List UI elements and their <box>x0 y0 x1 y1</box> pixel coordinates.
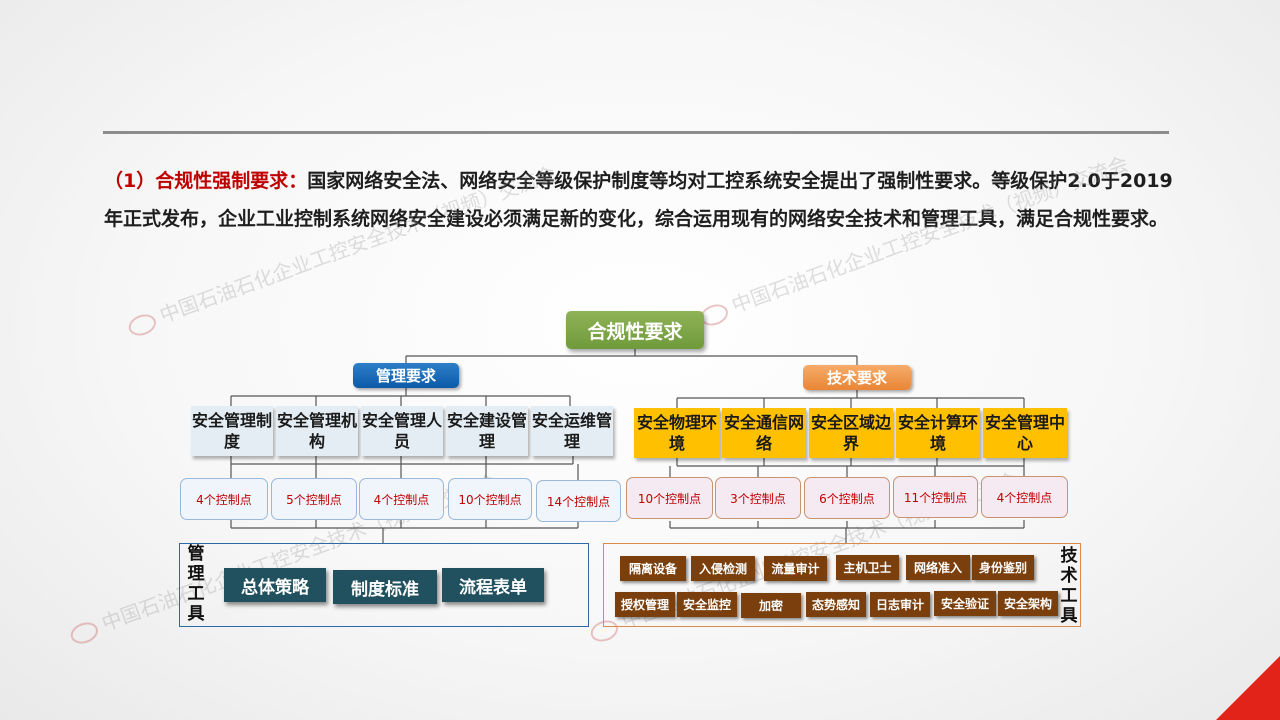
technical-item: 安全计算环境 <box>896 408 980 458</box>
control-points-badge: 3个控制点 <box>715 477 801 519</box>
technical-item: 安全物理环境 <box>634 408 720 458</box>
technical-tools-label: 技术工具 <box>1060 546 1078 626</box>
control-points-badge: 4个控制点 <box>981 476 1068 518</box>
corner-decoration <box>1216 656 1280 720</box>
technical-tool: 入侵检测 <box>691 556 755 581</box>
management-item: 安全管理人员 <box>361 406 443 456</box>
management-tools-frame <box>179 543 589 627</box>
technical-tool: 安全验证 <box>934 591 996 616</box>
management-requirements-node: 管理要求 <box>353 363 459 388</box>
technical-item: 安全区域边界 <box>809 408 893 458</box>
control-points-badge: 14个控制点 <box>536 480 621 522</box>
management-tool: 总体策略 <box>224 568 326 602</box>
technical-tool: 安全监控 <box>677 592 737 617</box>
intro-paragraph: （1）合规性强制要求：国家网络安全法、网络安全等级保护制度等均对工控系统安全提出… <box>104 162 1174 238</box>
intro-lead: （1）合规性强制要求： <box>104 170 308 192</box>
technical-tool: 安全架构 <box>998 591 1058 616</box>
management-item: 安全管理制度 <box>191 406 273 456</box>
intro-text: 国家网络安全法、网络安全等级保护制度等均对工控系统安全提出了强制性要求。等级保护… <box>104 170 1173 230</box>
technical-tools-frame <box>603 543 1081 627</box>
root-node-compliance: 合规性要求 <box>566 311 704 349</box>
control-points-badge: 5个控制点 <box>271 478 357 520</box>
control-points-badge: 11个控制点 <box>893 476 978 518</box>
management-item: 安全管理机构 <box>276 406 358 456</box>
control-points-badge: 10个控制点 <box>626 477 713 519</box>
technical-item: 安全管理中心 <box>983 408 1067 458</box>
control-points-badge: 10个控制点 <box>448 478 532 520</box>
management-item: 安全建设管理 <box>446 406 528 456</box>
management-item: 安全运维管理 <box>531 406 613 456</box>
control-points-badge: 4个控制点 <box>359 478 444 520</box>
technical-tool: 加密 <box>741 593 801 618</box>
technical-tool: 授权管理 <box>615 592 675 617</box>
technical-tool: 流量审计 <box>764 556 827 581</box>
technical-tool: 身份鉴别 <box>972 555 1034 580</box>
management-tools-label: 管理工具 <box>187 544 205 624</box>
technical-tool: 隔离设备 <box>620 556 686 581</box>
management-tool: 制度标准 <box>333 570 437 604</box>
technical-requirements-node: 技术要求 <box>803 365 911 390</box>
technical-tool: 日志审计 <box>870 592 930 617</box>
technical-tool: 态势感知 <box>806 592 866 617</box>
top-rule <box>103 131 1169 134</box>
management-tool: 流程表单 <box>442 568 544 602</box>
technical-tool: 主机卫士 <box>836 555 899 580</box>
control-points-badge: 6个控制点 <box>804 477 890 519</box>
technical-tool: 网络准入 <box>906 555 970 580</box>
control-points-badge: 4个控制点 <box>180 478 268 520</box>
technical-item: 安全通信网络 <box>722 408 806 458</box>
